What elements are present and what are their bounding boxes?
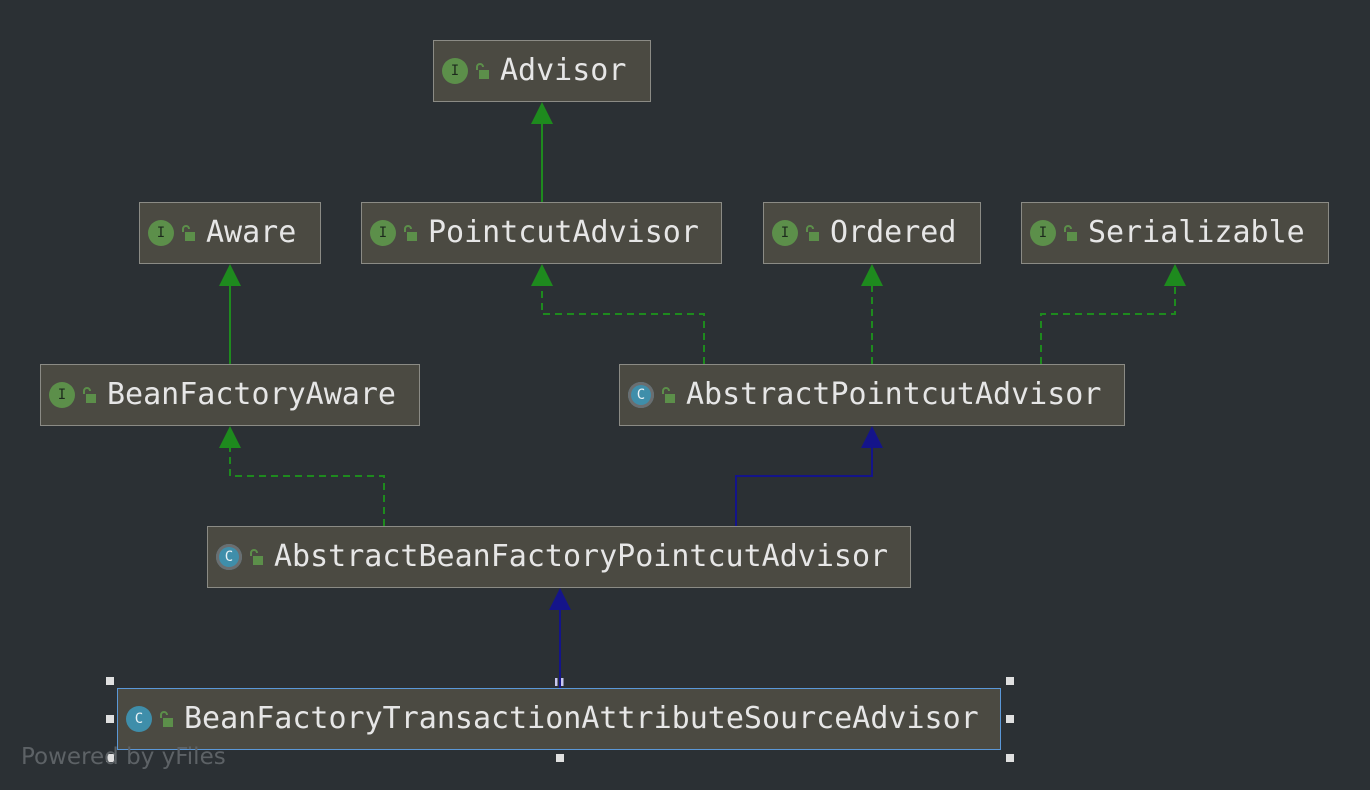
unlocked-icon — [182, 225, 195, 241]
interface-icon: I — [49, 382, 75, 408]
abstract-class-icon: C — [628, 382, 654, 408]
interface-icon: I — [1030, 220, 1056, 246]
node-bean-factory-aware[interactable]: I BeanFactoryAware — [40, 364, 420, 426]
arrowhead — [1164, 264, 1186, 286]
interface-icon: I — [148, 220, 174, 246]
edge-abstractbeanfactorypointcutadvisor-to-abstractpointcutadvisor — [735, 426, 883, 526]
arrowhead — [219, 426, 241, 448]
arrowhead — [531, 102, 553, 124]
arrowhead — [219, 264, 241, 286]
resize-handle-bottom-middle[interactable] — [556, 754, 564, 762]
unlocked-icon — [1064, 225, 1077, 241]
abstract-class-icon: C — [216, 544, 242, 570]
node-bean-factory-transaction-attribute-source-advisor[interactable]: C BeanFactoryTransactionAttributeSourceA… — [117, 688, 1001, 750]
edge-pointcutadvisor-to-advisor — [531, 102, 553, 202]
node-advisor[interactable]: I Advisor — [433, 40, 651, 102]
node-label: BeanFactoryAware — [107, 377, 396, 412]
class-icon: C — [126, 706, 152, 732]
unlocked-icon — [476, 63, 489, 79]
node-pointcut-advisor[interactable]: I PointcutAdvisor — [361, 202, 722, 264]
edge-abstractpointcutadvisor-to-pointcutadvisor — [531, 264, 705, 364]
unlocked-icon — [160, 711, 173, 727]
unlocked-icon — [662, 387, 675, 403]
edge-beanfactoryaware-to-aware — [219, 264, 241, 364]
node-label: Aware — [206, 215, 297, 250]
interface-icon: I — [772, 220, 798, 246]
node-ordered[interactable]: I Ordered — [763, 202, 981, 264]
node-label: Ordered — [830, 215, 957, 250]
arrowhead — [531, 264, 553, 286]
node-label: Serializable — [1088, 215, 1305, 250]
resize-handle-bottom-left[interactable] — [106, 754, 114, 762]
arrowhead — [861, 426, 883, 448]
node-label: Advisor — [500, 53, 627, 88]
node-label: AbstractBeanFactoryPointcutAdvisor — [274, 539, 889, 574]
node-aware[interactable]: I Aware — [139, 202, 321, 264]
interface-icon: I — [442, 58, 468, 84]
unlocked-icon — [404, 225, 417, 241]
resize-handle-top-right[interactable] — [1006, 677, 1014, 685]
powered-by-watermark: Powered by yFiles — [21, 744, 226, 770]
unlocked-icon — [250, 549, 263, 565]
node-abstract-bean-factory-pointcut-advisor[interactable]: C AbstractBeanFactoryPointcutAdvisor — [207, 526, 911, 588]
edge-abstractpointcutadvisor-to-ordered — [861, 264, 883, 364]
arrowhead — [549, 588, 571, 610]
unlocked-icon — [806, 225, 819, 241]
unlocked-icon — [83, 387, 96, 403]
resize-handle-bottom-right[interactable] — [1006, 754, 1014, 762]
edge-abstractpointcutadvisor-to-serializable — [1040, 264, 1186, 364]
node-label: PointcutAdvisor — [428, 215, 699, 250]
resize-handle-middle-left[interactable] — [106, 715, 114, 723]
node-label: BeanFactoryTransactionAttributeSourceAdv… — [184, 701, 979, 736]
interface-icon: I — [370, 220, 396, 246]
edge-beanfactorytransactionattributesourceadvisor-to-abstractbeanfactorypointcutadvisor — [549, 588, 571, 688]
node-serializable[interactable]: I Serializable — [1021, 202, 1329, 264]
node-abstract-pointcut-advisor[interactable]: C AbstractPointcutAdvisor — [619, 364, 1125, 426]
arrowhead — [861, 264, 883, 286]
node-label: AbstractPointcutAdvisor — [686, 377, 1102, 412]
edge-abstractbeanfactorypointcutadvisor-to-beanfactoryaware — [219, 426, 385, 526]
resize-handle-middle-right[interactable] — [1006, 715, 1014, 723]
resize-handle-top-left[interactable] — [106, 677, 114, 685]
